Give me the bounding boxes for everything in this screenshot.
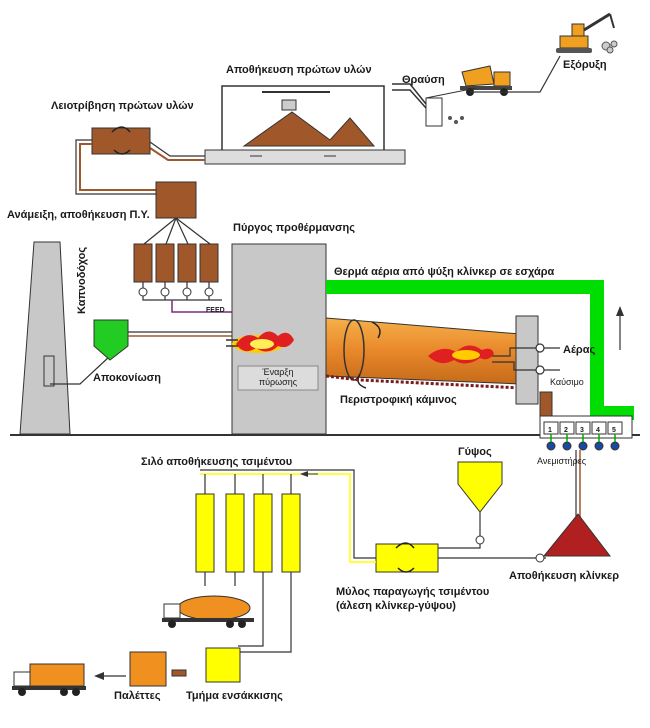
lorry-icon <box>12 663 86 696</box>
label-cement-mill-1: Μύλος παραγωγής τσιμέντου <box>336 586 490 598</box>
cooler-number: 3 <box>580 427 584 434</box>
label-cement-mill-2: (άλεση κλίνκερ-γύψου) <box>336 600 456 612</box>
tanker-truck-icon <box>162 595 254 628</box>
label-rotary-kiln: Περιστροφική κάμινος <box>340 394 457 406</box>
label-firing-start: Έναρξη πύρωσης <box>258 367 298 387</box>
label-feed: FEED <box>206 307 225 314</box>
fan-icon <box>546 441 620 451</box>
label-pallets: Παλέττες <box>114 690 161 702</box>
label-clinker-storage: Αποθήκευση κλίνκερ <box>509 570 620 582</box>
chimney <box>19 241 71 435</box>
hot-gas-duct <box>326 280 634 420</box>
cooler-number: 4 <box>596 427 600 434</box>
rotary-kiln <box>325 317 521 390</box>
kiln-flame-icon <box>428 345 494 364</box>
kiln-hood <box>515 315 539 405</box>
label-crushing: Θραύση <box>402 74 445 86</box>
label-fans: Ανεμιστήρες <box>537 456 587 466</box>
cooler-number: 1 <box>548 427 552 434</box>
crusher-to-storage-line <box>392 83 427 105</box>
excavator-icon <box>556 12 618 54</box>
label-bagging: Τμήμα ενσάκκισης <box>186 690 283 702</box>
storage-to-grinding-pipe <box>149 141 205 157</box>
label-mining: Εξόρυξη <box>563 59 607 71</box>
dedusting-hopper <box>93 319 129 361</box>
label-gypsum: Γύψος <box>458 446 492 458</box>
fan-arrows <box>550 434 616 442</box>
homogenizing-silos <box>133 243 219 283</box>
label-fuel: Καύσιμο <box>550 377 584 387</box>
bagging-unit <box>205 647 241 683</box>
label-air: Αέρας <box>563 344 596 356</box>
label-chimney: Καπνοδόχος <box>76 246 88 314</box>
pallet-stack <box>129 651 167 687</box>
clinker-cooler <box>539 391 633 439</box>
cement-mill <box>375 542 439 573</box>
label-preheater: Πύργος προθέρμανσης <box>233 222 355 234</box>
quarry-conveyor-line <box>470 55 561 93</box>
label-hot-gases: Θερμά αέρια από ψύξη κλίνκερ σε εσχάρα <box>334 266 555 278</box>
mixing-branches <box>143 217 211 245</box>
cooler-number: 5 <box>612 427 616 434</box>
gypsum-to-mill-line <box>438 512 481 549</box>
dump-truck-icon <box>460 65 512 96</box>
mill-to-silos-line <box>200 469 376 559</box>
raw-storage-building <box>204 85 406 165</box>
label-raw-grinding: Λειοτρίβηση πρώτων υλών <box>51 100 194 112</box>
dedust-to-chimney-pipe <box>50 355 111 385</box>
label-mixing-storage: Ανάμειξη, αποθήκευση Π.Υ. <box>7 209 150 221</box>
valve-icon <box>138 287 214 297</box>
label-dedusting: Αποκονίωση <box>93 372 161 384</box>
label-raw-storage: Αποθήκευση πρώτων υλών <box>226 64 372 76</box>
raw-mill <box>91 126 151 155</box>
label-cement-silos: Σιλό αποθήκευσης τσιμέντου <box>141 456 293 468</box>
flame-icon <box>232 331 294 353</box>
clinker-storage-pile <box>542 513 612 557</box>
cooler-number: 2 <box>564 427 568 434</box>
gypsum-hopper <box>457 461 503 513</box>
crusher-icon <box>425 87 477 127</box>
cement-silos <box>195 493 301 573</box>
burner-pipe <box>492 343 560 375</box>
mixing-silo <box>155 181 197 219</box>
mill-to-mixing-pipe <box>75 139 156 195</box>
firing-start-box <box>237 365 319 391</box>
feed-line <box>171 300 232 313</box>
